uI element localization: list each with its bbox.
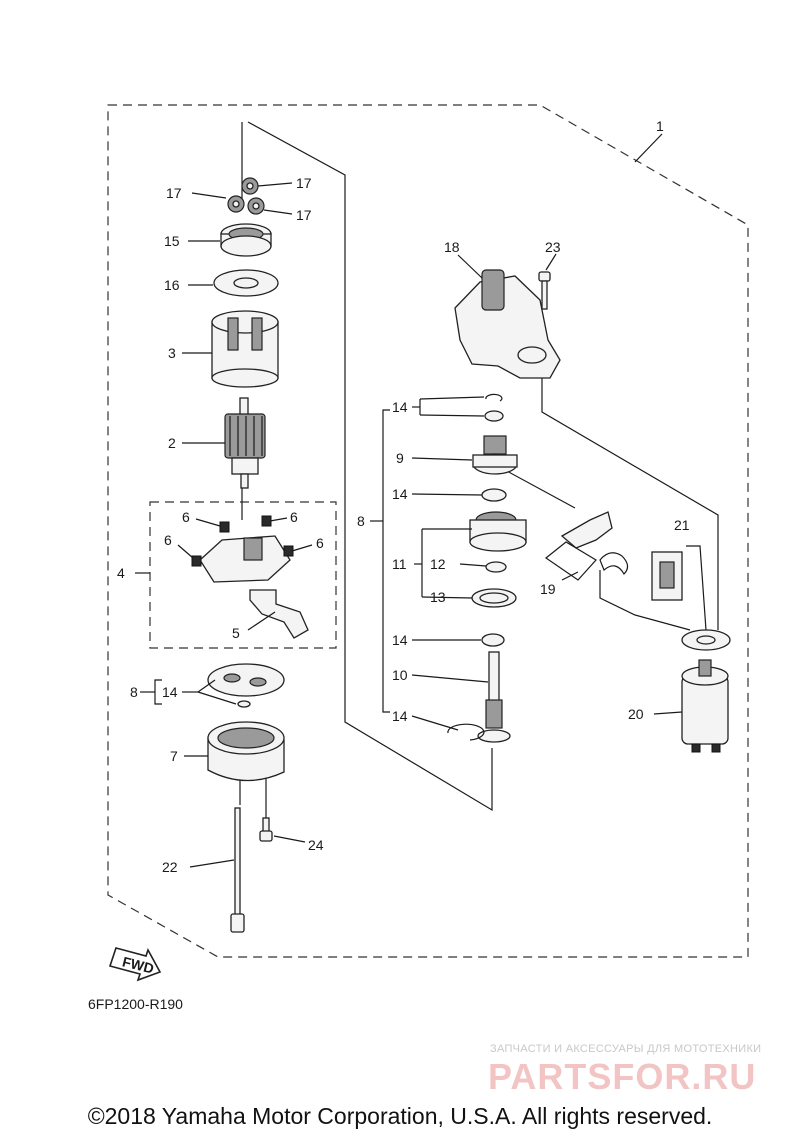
callout-15: 15 [164, 233, 180, 249]
callout-14-r1: 14 [392, 399, 408, 415]
fwd-label: FWD [121, 953, 156, 976]
housing-bolt [538, 271, 551, 310]
callout-21: 21 [674, 517, 690, 533]
callout-1: 1 [656, 118, 664, 134]
bearing [485, 561, 507, 573]
terminal-plate [651, 551, 683, 601]
callout-17-b: 17 [166, 185, 182, 201]
through-bolt [230, 807, 245, 933]
solenoid [681, 659, 729, 753]
pinion [472, 435, 518, 475]
gasket-plate [207, 663, 285, 708]
callout-18: 18 [444, 239, 460, 255]
callout-7: 7 [170, 748, 178, 764]
circlip-bottom [447, 723, 485, 741]
cover-ring [471, 588, 517, 608]
callout-2: 2 [168, 435, 176, 451]
callout-22: 22 [162, 859, 178, 875]
callout-14-left: 14 [162, 684, 178, 700]
washer-low [481, 633, 505, 647]
callout-5: 5 [232, 625, 240, 641]
internal-gear [220, 223, 272, 257]
callout-13: 13 [430, 589, 446, 605]
callout-6-c: 6 [164, 532, 172, 548]
callout-19: 19 [540, 581, 556, 597]
watermark-logo: PARTSFOR.RU [488, 1056, 757, 1097]
end-cover [207, 721, 285, 782]
yoke [211, 310, 279, 388]
plate [213, 269, 279, 297]
callout-9: 9 [396, 450, 404, 466]
callout-11: 11 [392, 556, 407, 572]
solenoid-gasket [681, 629, 731, 651]
armature [224, 397, 266, 489]
callout-labels: 1 17 17 17 15 16 3 2 6 6 6 6 4 5 8 14 7 … [117, 118, 690, 875]
callout-17-c: 17 [296, 207, 312, 223]
callout-23: 23 [545, 239, 561, 255]
callout-6-a: 6 [182, 509, 190, 525]
callout-6-b: 6 [290, 509, 298, 525]
planet-gears [227, 177, 265, 215]
drive-shaft [477, 651, 511, 743]
callout-24: 24 [308, 837, 324, 853]
brush-holder-subassembly-box [149, 501, 337, 649]
callout-12: 12 [430, 556, 446, 572]
callout-20: 20 [628, 706, 644, 722]
callout-14-r3: 14 [392, 632, 408, 648]
callout-3: 3 [168, 345, 176, 361]
drive-housing [454, 269, 561, 379]
circlip-top [484, 393, 504, 422]
callout-17-a: 17 [296, 175, 312, 191]
fwd-arrow-icon [108, 947, 162, 982]
copyright-notice: ©2018 Yamaha Motor Corporation, U.S.A. A… [87, 1103, 713, 1129]
shift-lever [560, 511, 629, 575]
callout-8-right: 8 [357, 513, 365, 529]
assembly-boundary [107, 104, 749, 958]
washer-mid [481, 488, 507, 502]
callout-16: 16 [164, 277, 180, 293]
watermark-tagline: ЗАПЧАСТИ И АКСЕССУАРЫ ДЛЯ МОТОТЕХНИКИ [490, 1043, 762, 1055]
callout-10: 10 [392, 667, 408, 683]
callout-6-d: 6 [316, 535, 324, 551]
callout-8-left: 8 [130, 684, 138, 700]
carrier [469, 511, 527, 552]
brush-holder [191, 515, 294, 583]
callout-14-r4: 14 [392, 708, 408, 724]
brush-lead [249, 589, 309, 639]
diagram-code: 6FP1200-R190 [88, 996, 183, 1012]
callout-4: 4 [117, 565, 125, 581]
screw [259, 817, 273, 842]
callout-14-r2: 14 [392, 486, 408, 502]
